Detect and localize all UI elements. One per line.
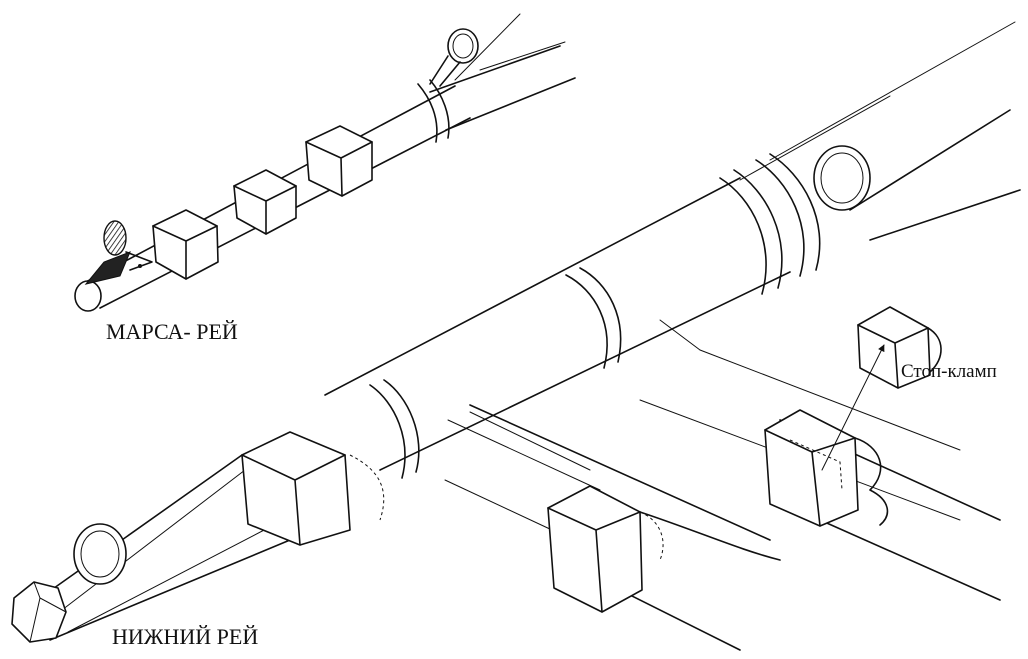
lower-yard-label: НИЖНИЙ РЕЙ (112, 624, 259, 649)
upper-cleat-2 (233, 169, 297, 235)
upper-yard-drawing (74, 13, 576, 312)
stop-cleat-arrow (821, 344, 885, 471)
stop-cleat-on-spar (764, 409, 859, 527)
detail-spar-cleat (547, 485, 643, 613)
upper-yard-label: МАРСА- РЕЙ (106, 319, 238, 344)
stop-cleat-label: Стоп-кламп (901, 361, 997, 382)
stop-cleat-loose (857, 306, 931, 389)
lower-yard-drawing (11, 21, 1021, 643)
lower-yard-end-cap (11, 581, 67, 643)
lower-end-ring-icon (813, 145, 871, 211)
stop-cleat-drawing (639, 306, 1001, 601)
lower-left-ring-icon (73, 523, 127, 585)
detail-spar-drawing (444, 404, 781, 651)
upper-left-ring-icon (103, 220, 127, 256)
upper-cleat-3 (305, 125, 373, 197)
